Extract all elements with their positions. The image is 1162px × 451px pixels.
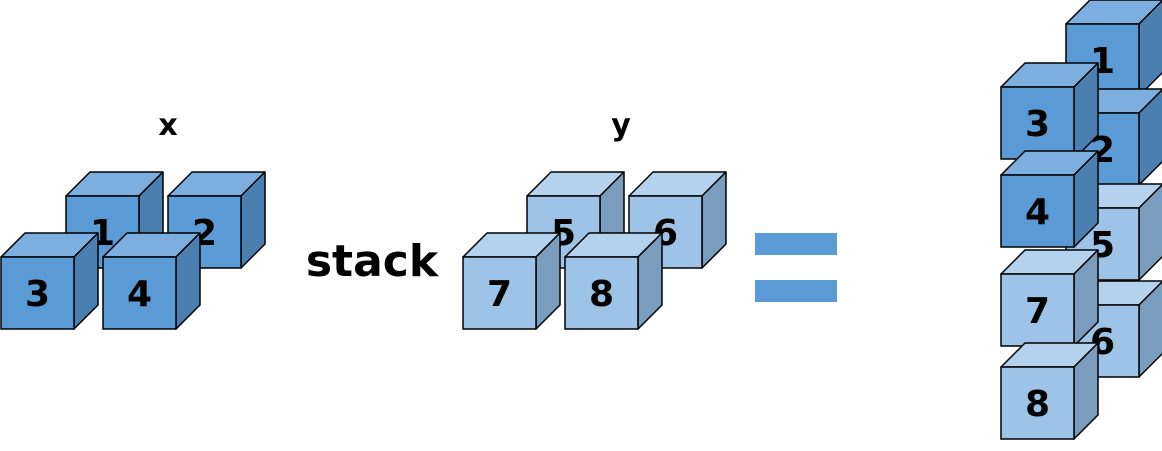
cube-number-label: 3 — [25, 274, 50, 315]
cube-front-face — [1000, 174, 1075, 248]
cube-front-face — [102, 256, 177, 330]
cube-front-face — [462, 256, 537, 330]
result-cube-7: 7 — [1000, 249, 1099, 347]
equals-sign — [755, 233, 837, 302]
y-cube-8: 8 — [564, 232, 663, 330]
cube-number-label: 4 — [127, 274, 152, 315]
cube-front-face — [1000, 366, 1075, 440]
y-cube-5: 5 — [526, 171, 625, 269]
cube-number-label: 3 — [1025, 104, 1050, 145]
result-cube-3: 3 — [1000, 62, 1099, 160]
cube-number-label: 4 — [1025, 192, 1050, 233]
result-cube-8: 8 — [1000, 342, 1099, 440]
x-cube-3: 3 — [0, 232, 99, 330]
equals-top-bar — [755, 233, 837, 255]
label-x: x — [158, 108, 177, 143]
x-cube-4: 4 — [102, 232, 201, 330]
cube-number-label: 7 — [487, 274, 512, 315]
cube-front-face — [564, 256, 639, 330]
cube-front-face — [1000, 86, 1075, 160]
cube-number-label: 8 — [1025, 384, 1050, 425]
cube-number-label: 7 — [1025, 291, 1050, 332]
cube-number-label: 8 — [589, 274, 614, 315]
cube-front-face — [1000, 273, 1075, 347]
equals-bottom-bar — [755, 280, 837, 302]
result-cube-4: 4 — [1000, 150, 1099, 248]
cube-front-face — [0, 256, 75, 330]
label-stack: stack — [306, 236, 440, 287]
y-cube-7: 7 — [462, 232, 561, 330]
label-y: y — [611, 108, 631, 143]
y-cube-6: 6 — [628, 171, 727, 269]
